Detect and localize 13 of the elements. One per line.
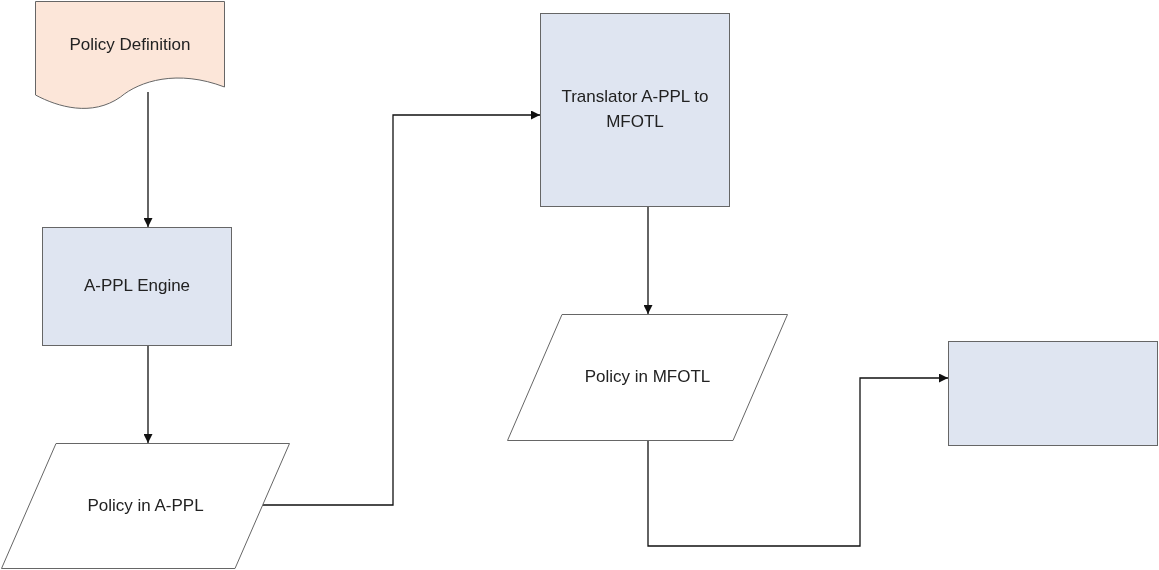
arrow xyxy=(647,373,949,547)
node-label: Policy Definition xyxy=(69,33,191,56)
process-box xyxy=(540,13,730,207)
node-label: Policy in A-PPL xyxy=(87,494,204,517)
process-box xyxy=(948,341,1158,446)
arrow xyxy=(143,345,153,444)
arrow xyxy=(643,206,653,315)
node-label: Translator A-PPL to MFOTL xyxy=(560,86,710,133)
process-box xyxy=(42,227,232,346)
arrow xyxy=(262,110,541,506)
node-label: A-PPL Engine xyxy=(83,275,191,298)
arrow xyxy=(143,91,153,228)
node-label: Policy in MFOTL xyxy=(584,366,711,389)
